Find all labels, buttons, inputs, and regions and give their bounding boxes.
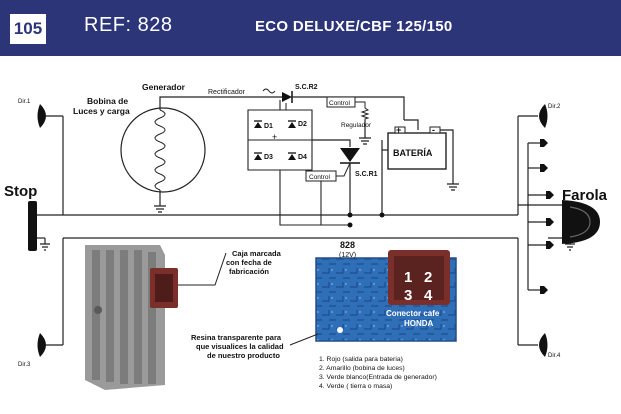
part-ref: 828 <box>340 240 355 250</box>
stop-lamp-icon <box>28 201 37 251</box>
battery-minus: - <box>432 125 435 135</box>
indicator-bulbs <box>540 139 554 294</box>
part-voltage: (12V) <box>339 252 356 259</box>
resin-pointer <box>289 333 319 346</box>
bridge-plus: + <box>272 132 277 142</box>
bus-lines <box>30 115 570 346</box>
d2-label: D2 <box>298 121 307 128</box>
header-bar: 105 REF: 828 ECO DELUXE/CBF 125/150 <box>0 0 621 56</box>
turn-signal-dir1-icon <box>37 104 46 128</box>
dir3-label: Dir.3 <box>18 362 31 368</box>
resin-label-1: Resina transparente para <box>191 333 282 342</box>
scr1-label: S.C.R1 <box>355 171 378 178</box>
resin-label-3: de nuestro producto <box>207 351 280 360</box>
dir4-label: Dir.4 <box>548 353 561 359</box>
control-top-label: Control <box>329 100 351 107</box>
battery-plus: + <box>396 125 401 135</box>
d4-label: D4 <box>298 154 307 161</box>
pin-legend-3: 3. Verde blanco(Entrada de generador) <box>319 374 437 381</box>
turn-signal-dir2-icon <box>539 104 548 128</box>
turn-signal-dir4-icon <box>539 333 548 357</box>
rectifier-label: Rectificador <box>208 89 246 96</box>
scr2-label: S.C.R2 <box>295 84 318 91</box>
case-label-1: Caja marcada <box>232 249 282 258</box>
coil-label-2: Luces y carga <box>73 106 130 116</box>
circuit-board-photo <box>315 250 457 342</box>
d1-label: D1 <box>264 123 273 130</box>
dir1-label: Dir.1 <box>18 99 31 105</box>
diodes <box>254 120 296 160</box>
pin-legend-2: 2. Amarillo (bobina de luces) <box>319 365 405 372</box>
battery-label: BATERÍA <box>393 148 433 158</box>
pin-3: 3 <box>404 287 412 304</box>
stop-label: Stop <box>4 183 37 200</box>
pin-2: 2 <box>424 269 432 286</box>
headlight-label: Farola <box>562 187 608 204</box>
generator-label: Generador <box>142 82 186 92</box>
dir2-label: Dir.2 <box>548 104 561 110</box>
page-number: 105 <box>10 14 46 44</box>
scr1-section <box>279 139 360 228</box>
connector-pins: 1 2 3 4 <box>404 269 433 304</box>
diode-bridge <box>247 100 313 171</box>
pin-legend-1: 1. Rojo (salida para bateria) <box>319 356 403 363</box>
generator <box>120 96 290 196</box>
regulator-label: Regulador <box>341 122 372 129</box>
rectifier-section <box>262 88 405 120</box>
control-mid-label: Control <box>309 174 331 181</box>
pin-legend-4: 4. Verde ( tierra o masa) <box>319 383 392 390</box>
pin-1: 1 <box>404 269 412 286</box>
case-pointer <box>178 252 227 286</box>
coil-label-1: Bobina de <box>87 96 128 106</box>
resin-label-2: que visualices la calidad <box>196 342 284 351</box>
pin-4: 4 <box>424 287 433 304</box>
connector-label-2: HONDA <box>404 319 434 328</box>
model-title: ECO DELUXE/CBF 125/150 <box>255 18 453 35</box>
battery <box>379 119 454 218</box>
ref-title: REF: 828 <box>84 14 173 36</box>
d3-label: D3 <box>264 154 273 161</box>
case-label-2: con fecha de <box>226 258 272 267</box>
turn-signal-dir3-icon <box>37 333 46 357</box>
case-label-3: fabricación <box>229 267 269 276</box>
headlight-icon <box>562 200 600 244</box>
regulator-heatsink-photo <box>85 245 178 390</box>
connector-label-1: Conector cafe <box>386 309 440 318</box>
ground-symbols <box>40 120 575 251</box>
